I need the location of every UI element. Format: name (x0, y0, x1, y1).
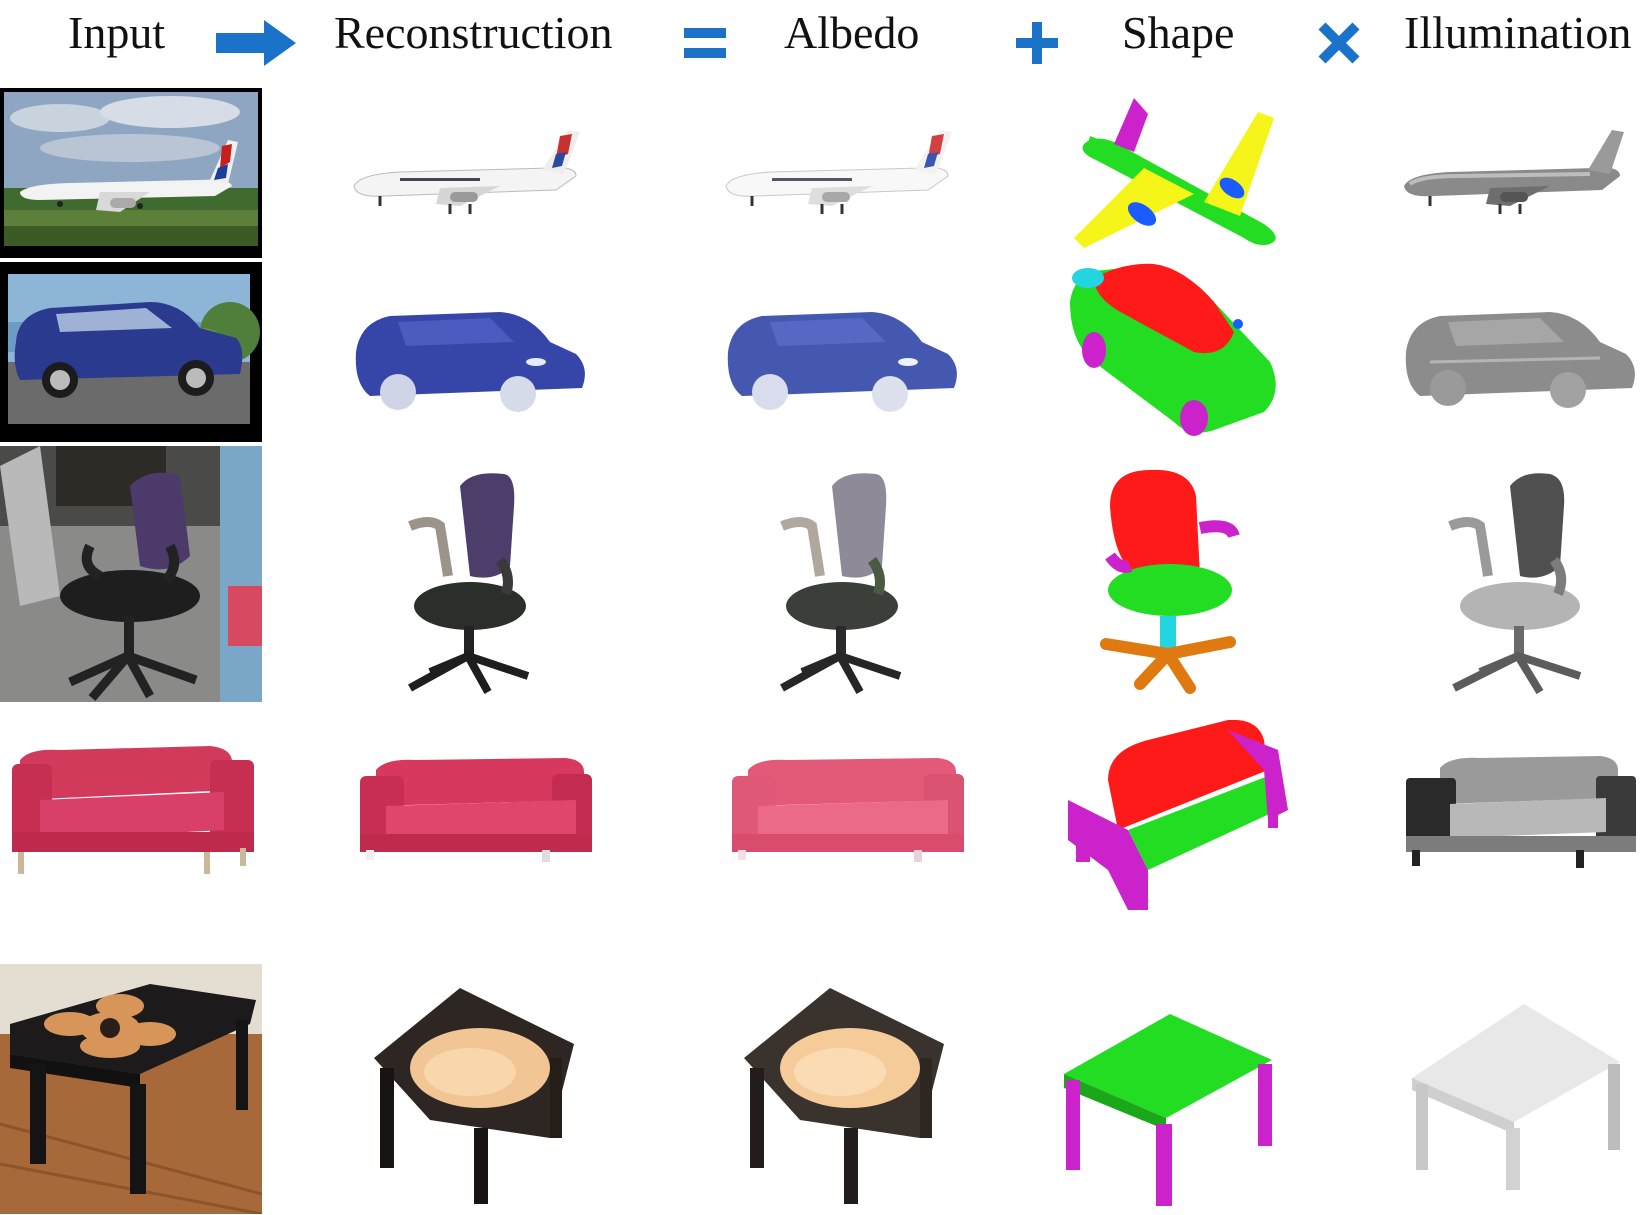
input-image-airplane (0, 88, 262, 258)
illumination-image-chair (1448, 473, 1582, 695)
input-image-car (0, 262, 262, 442)
shape-label: Shape (1122, 7, 1235, 58)
arrow-icon (216, 20, 296, 66)
illumination-label: Illumination (1404, 7, 1632, 58)
reconstruction-image-table (374, 988, 574, 1204)
reconstruction-image-sofa (360, 758, 592, 862)
reconstruction-image-chair (408, 473, 530, 694)
shape-image-car (1070, 263, 1276, 436)
input-image-sofa (0, 720, 262, 920)
shape-image-table (1064, 1014, 1272, 1206)
illumination-image-car (1405, 312, 1635, 408)
shape-image-sofa (1068, 720, 1288, 910)
results-grid (0, 84, 1648, 1215)
equals-icon (684, 28, 726, 58)
albedo-image-sofa (732, 758, 964, 862)
albedo-image-car (727, 312, 957, 412)
albedo-image-airplane (725, 130, 952, 214)
albedo-image-chair (780, 473, 902, 694)
header-row: Input Reconstruction Albedo Shape Illumi… (0, 0, 1648, 84)
reconstruction-image-airplane (353, 130, 580, 214)
shape-image-airplane (1074, 98, 1276, 248)
illumination-image-sofa (1406, 756, 1636, 868)
times-icon (1318, 22, 1360, 64)
input-label: Input (68, 7, 166, 58)
shape-image-chair (1100, 469, 1240, 694)
reconstruction-image-car (355, 312, 585, 412)
plus-icon (1016, 22, 1058, 64)
albedo-label: Albedo (784, 7, 920, 58)
illumination-image-airplane (1404, 130, 1624, 214)
illumination-image-table (1412, 1004, 1620, 1190)
albedo-image-table (744, 988, 944, 1204)
input-image-chair (0, 446, 262, 702)
input-image-table (0, 964, 262, 1214)
reconstruction-label: Reconstruction (334, 7, 613, 58)
